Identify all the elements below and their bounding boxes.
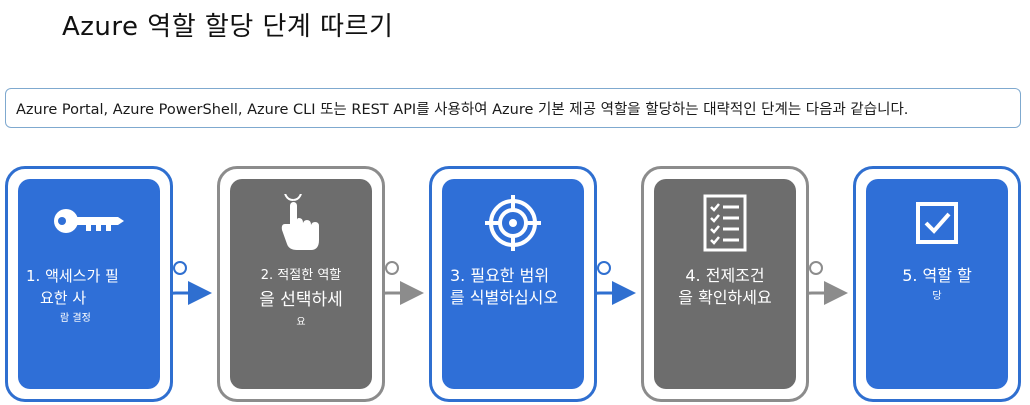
step-3-frame: 3. 필요한 범위 를 식별하십시오 — [429, 166, 597, 402]
intro-box: Azure Portal, Azure PowerShell, Azure CL… — [5, 88, 1021, 128]
step-2-card: 2. 적절한 역할 을 선택하세 요 — [230, 179, 372, 389]
step-1-node — [173, 261, 187, 275]
step-3-label: 3. 필요한 범위 를 식별하십시오 — [450, 266, 559, 307]
step-3-card: 3. 필요한 범위 를 식별하십시오 — [442, 179, 584, 389]
step-4-frame: 4. 전제조건 을 확인하세요 — [641, 166, 809, 402]
step-3-node — [597, 261, 611, 275]
step-1-frame: 1. 액세스가 필 요한 사 람 결정 — [5, 166, 173, 402]
step-2-frame: 2. 적절한 역할 을 선택하세 요 — [217, 166, 385, 402]
page-title: Azure 역할 할당 단계 따르기 — [62, 12, 394, 42]
step-1-card: 1. 액세스가 필 요한 사 람 결정 — [18, 179, 160, 389]
touch-hand-icon — [230, 194, 372, 251]
step-2-label: 2. 적절한 역할 을 선택하세 요 — [259, 268, 343, 328]
step-5-label: 5. 역할 할 당 — [902, 266, 972, 302]
step-5-frame: 5. 역할 할 당 — [853, 166, 1021, 402]
step-2-node — [385, 261, 399, 275]
checklist-icon — [654, 194, 796, 252]
step-5-card: 5. 역할 할 당 — [866, 179, 1008, 389]
step-4-card: 4. 전제조건 을 확인하세요 — [654, 179, 796, 389]
checkbox-icon — [866, 195, 1008, 251]
step-4-node — [809, 261, 823, 275]
key-icon — [18, 195, 160, 251]
target-icon — [442, 195, 584, 251]
step-4-label: 4. 전제조건 을 확인하세요 — [678, 266, 772, 307]
intro-text: Azure Portal, Azure PowerShell, Azure CL… — [16, 101, 909, 118]
step-1-label: 1. 액세스가 필 요한 사 람 결정 — [26, 267, 119, 324]
